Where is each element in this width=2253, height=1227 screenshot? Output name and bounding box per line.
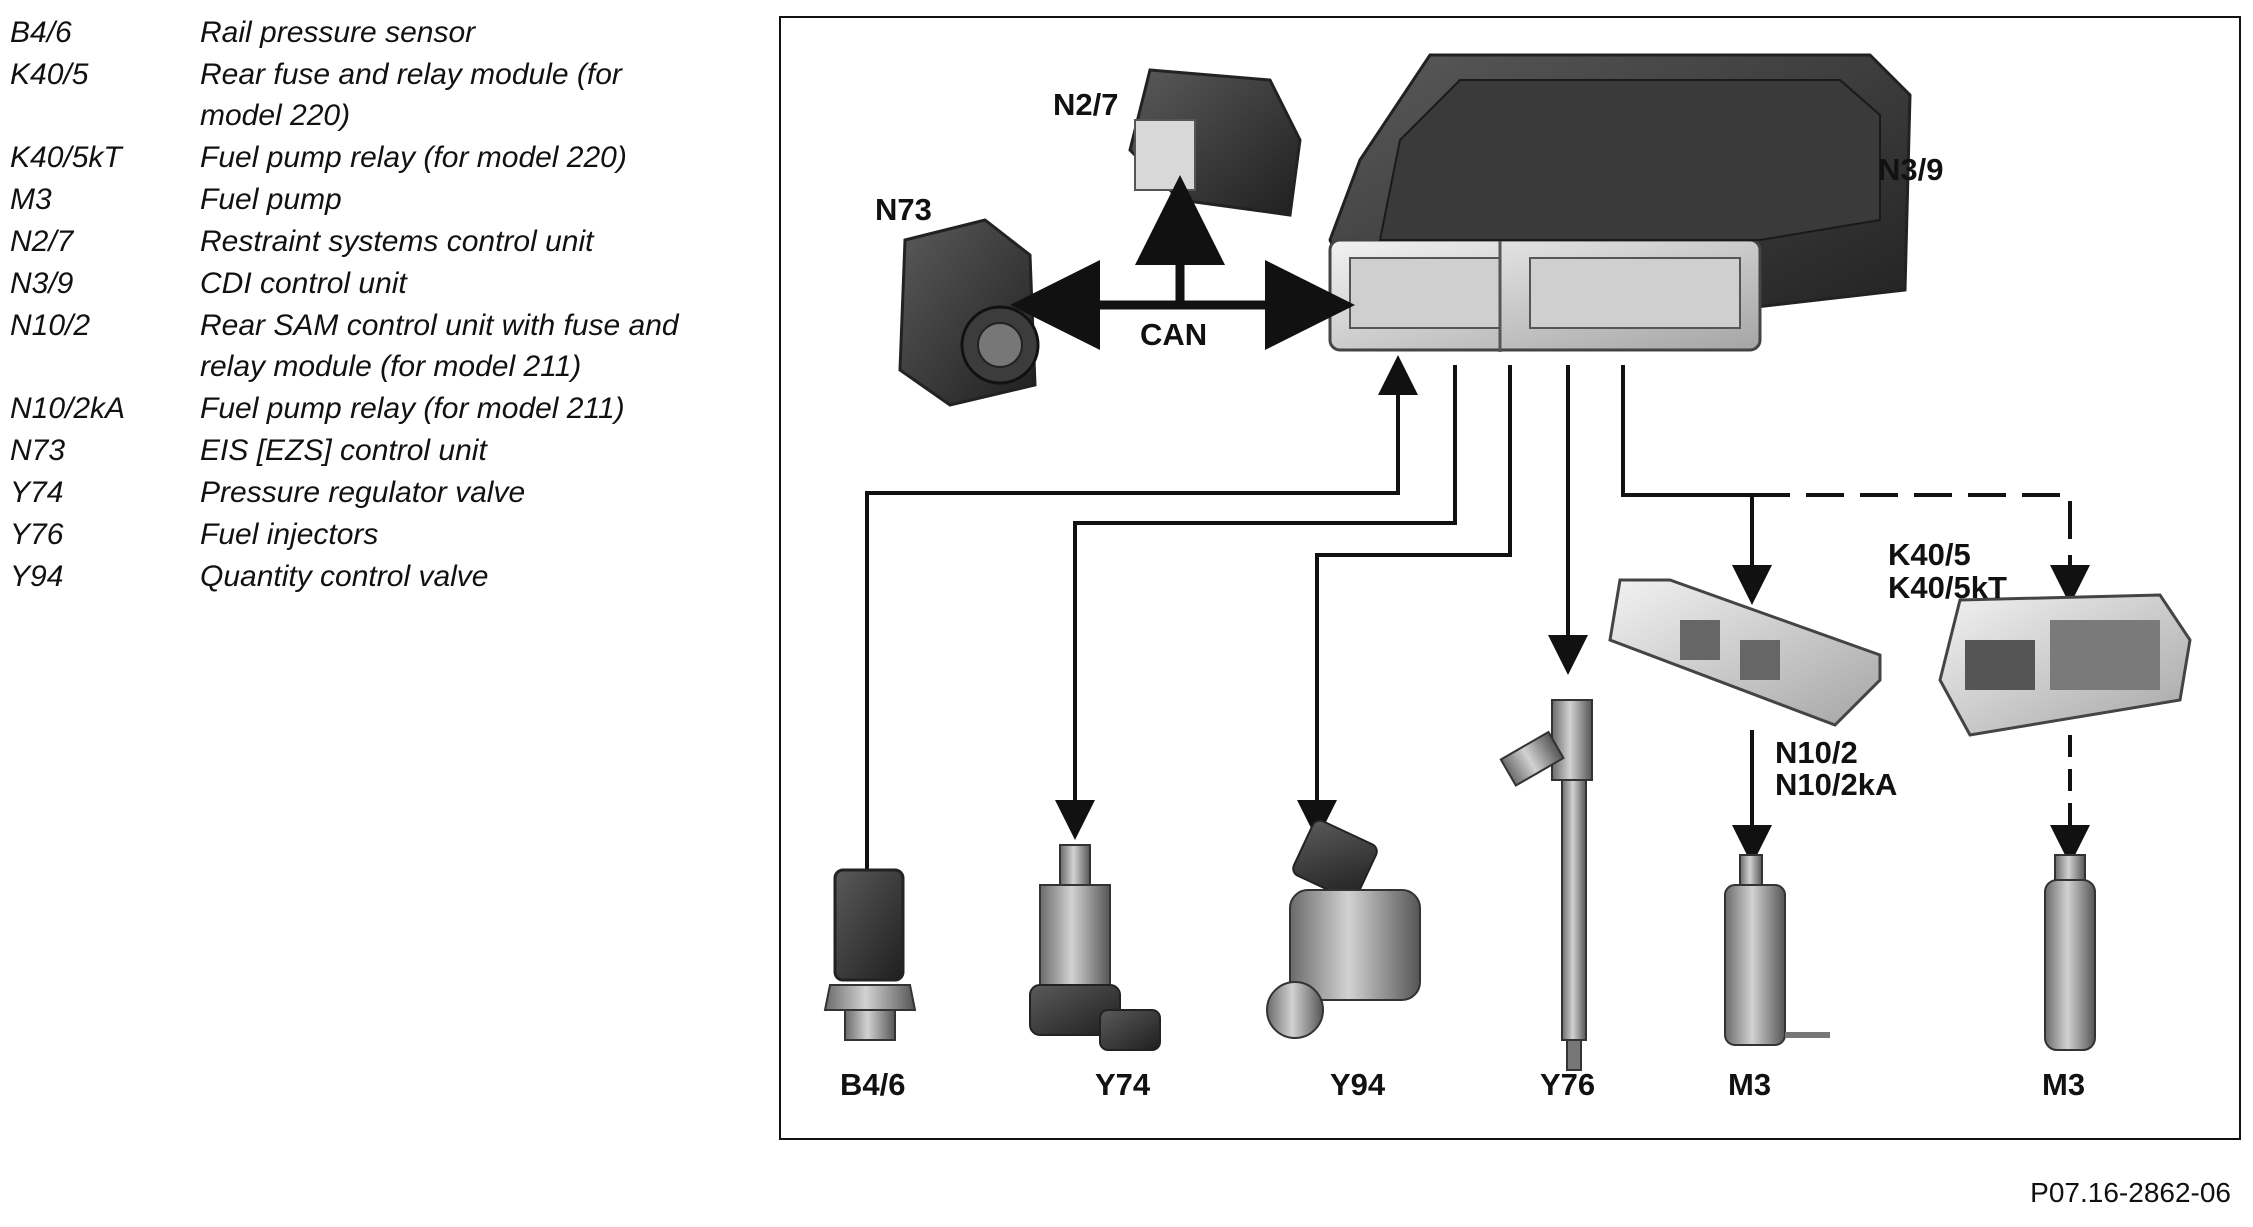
legend-description: Rear fuse and relay module (for model 22… [200,58,622,132]
label-y74: Y74 [1095,1067,1151,1102]
label-n39: N3/9 [1878,152,1943,187]
legend-description: Fuel pump relay (for model 220) [200,141,627,174]
legend-row: Y74 Pressure regulator valve [10,472,690,513]
restraint-control-unit-graphic [1128,68,1302,217]
label-n73: N73 [875,192,932,227]
can-bus-arrows [1010,175,1355,350]
legend-row: B4/6 Rail pressure sensor [10,12,690,53]
label-m3-left: M3 [1728,1067,1771,1102]
legend-description: Pressure regulator valve [200,476,526,509]
label-n102ka: N10/2kA [1775,767,1897,802]
rail-pressure-sensor-graphic [823,868,917,1041]
legend-row: N3/9 CDI control unit [10,263,690,304]
label-b46: B4/6 [840,1067,905,1102]
label-n102: N10/2 [1775,735,1858,770]
signal-lines [865,355,2090,870]
legend-description: Quantity control valve [200,560,489,593]
label-y76: Y76 [1540,1067,1595,1102]
legend-code: Y74 [10,476,64,509]
legend-row: N10/2kA Fuel pump relay (for model 211) [10,388,690,429]
quantity-control-valve-graphic [1266,819,1421,1039]
legend-row: N2/7 Restraint systems control unit [10,221,690,262]
label-can: CAN [1140,317,1207,352]
legend-code: N2/7 [10,225,74,258]
legend-description: Rear SAM control unit with fuse and rela… [200,309,679,383]
diagram-frame [779,16,2241,1140]
label-k405kt: K40/5kT [1888,570,2007,605]
fuel-pump-right-graphic [2044,854,2096,1051]
legend-code: K40/5kT [10,141,122,174]
cdi-control-unit-graphic [1328,53,1912,352]
label-y94: Y94 [1330,1067,1386,1102]
legend-description: Fuel injectors [200,518,379,551]
fuel-injector-graphic [1499,699,1593,1071]
legend-code: N73 [10,434,66,467]
legend: B4/6 Rail pressure sensor K40/5 Rear fus… [10,12,690,598]
legend-row: Y94 Quantity control valve [10,556,690,597]
legend-row: N10/2 Rear SAM control unit with fuse an… [10,305,690,387]
legend-description: Fuel pump [200,183,342,216]
legend-row: M3 Fuel pump [10,179,690,220]
legend-code: K40/5 [10,58,89,91]
legend-code: Y94 [10,560,64,593]
legend-row: K40/5 Rear fuse and relay module (for mo… [10,54,690,136]
fuse-relay-module-graphic [1938,593,2192,737]
legend-row: Y76 Fuel injectors [10,514,690,555]
legend-row: K40/5kT Fuel pump relay (for model 220) [10,137,690,178]
legend-description: EIS [EZS] control unit [200,434,487,467]
legend-description: Fuel pump relay (for model 211) [200,392,625,425]
label-k405: K40/5 [1888,537,1971,572]
pressure-regulator-valve-graphic [1029,844,1161,1051]
legend-description: Rail pressure sensor [200,16,476,49]
eis-control-unit-graphic [898,218,1040,407]
label-m3-right: M3 [2042,1067,2085,1102]
legend-code: B4/6 [10,16,72,49]
legend-description: CDI control unit [200,267,407,300]
fuel-pump-left-graphic [1724,854,1830,1046]
legend-code: M3 [10,183,52,216]
figure-reference: P07.16-2862-06 [2030,1177,2231,1208]
legend-code: N10/2 [10,309,91,342]
legend-description: Restraint systems control unit [200,225,594,258]
legend-row: N73 EIS [EZS] control unit [10,430,690,471]
legend-code: Y76 [10,518,64,551]
legend-code: N10/2kA [10,392,126,425]
rear-sam-module-graphic [1608,578,1882,727]
label-n27: N2/7 [1053,87,1118,122]
legend-code: N3/9 [10,267,74,300]
